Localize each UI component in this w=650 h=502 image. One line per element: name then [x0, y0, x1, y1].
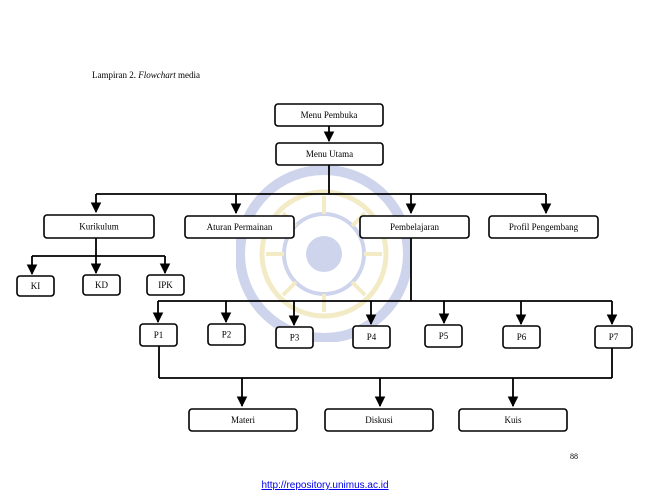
svg-text:P1: P1: [154, 330, 164, 340]
svg-text:Diskusi: Diskusi: [365, 415, 393, 425]
node-p5: P5: [424, 324, 463, 348]
svg-text:Profil Pengembang: Profil Pengembang: [509, 222, 579, 232]
node-diskusi: Diskusi: [324, 408, 434, 432]
node-ki: KI: [16, 275, 55, 297]
node-kurikulum: Kurikulum: [43, 214, 155, 239]
svg-text:Menu Pembuka: Menu Pembuka: [301, 110, 358, 120]
node-p4: P4: [352, 325, 391, 349]
svg-text:Kurikulum: Kurikulum: [79, 222, 119, 232]
svg-text:P5: P5: [439, 331, 449, 341]
node-profil-pengembang: Profil Pengembang: [488, 215, 599, 239]
node-kd: KD: [82, 274, 121, 296]
figure-caption: Lampiran 2. Flowchart media: [92, 70, 200, 80]
node-materi: Materi: [188, 408, 298, 432]
node-aturan-permainan: Aturan Permainan: [184, 215, 295, 239]
svg-text:IPK: IPK: [158, 280, 173, 290]
node-menu-pembuka: Menu Pembuka: [274, 103, 384, 127]
svg-text:KD: KD: [95, 280, 108, 290]
node-p7: P7: [594, 325, 633, 349]
caption-suffix: media: [178, 70, 200, 80]
node-pembelajaran: Pembelajaran: [359, 215, 470, 239]
page-number: 88: [570, 452, 578, 461]
svg-text:P3: P3: [290, 333, 300, 343]
node-p6: P6: [502, 325, 541, 349]
svg-text:Aturan Permainan: Aturan Permainan: [207, 222, 273, 232]
node-p3: P3: [275, 326, 314, 349]
svg-text:Kuis: Kuis: [504, 415, 522, 425]
node-p1: P1: [139, 323, 178, 347]
node-p2: P2: [207, 323, 246, 346]
svg-text:P7: P7: [609, 332, 619, 342]
svg-text:KI: KI: [31, 281, 41, 291]
svg-text:P2: P2: [222, 330, 232, 340]
svg-text:Menu Utama: Menu Utama: [306, 149, 353, 159]
repository-link[interactable]: http://repository.unimus.ac.id: [261, 480, 389, 491]
node-ipk: IPK: [146, 274, 185, 296]
svg-text:P6: P6: [517, 332, 527, 342]
caption-emphasis: Flowchart: [138, 70, 176, 80]
flowchart-connectors: [26, 126, 618, 408]
caption-prefix: Lampiran 2.: [92, 70, 136, 80]
svg-text:Materi: Materi: [231, 415, 255, 425]
node-menu-utama: Menu Utama: [275, 142, 384, 166]
svg-text:Pembelajaran: Pembelajaran: [390, 222, 439, 232]
node-kuis: Kuis: [458, 408, 568, 432]
svg-text:P4: P4: [367, 332, 377, 342]
